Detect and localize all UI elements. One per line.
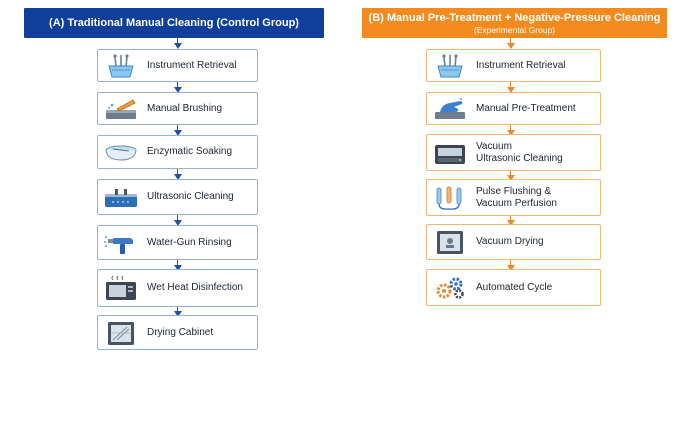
arrow-icon [507,175,515,181]
control-group-header: (A) Traditional Manual Cleaning (Control… [24,8,324,38]
step-water-gun-rinsing: Water-Gun Rinsing [97,225,258,260]
arrow-icon [174,220,182,226]
arrow-icon [174,130,182,136]
drying-cabinet-icon [108,321,134,345]
arrow-icon [507,87,515,93]
ultrasonic-tank-icon [105,189,137,207]
step-label: Automated Cycle [476,281,553,293]
connector [510,125,512,130]
connector [510,171,512,175]
step-drying-cabinet: Drying Cabinet [97,315,258,350]
instrument-basket-icon [437,53,463,77]
arrow-icon [174,311,182,317]
step-manual-pre-treatment: Manual Pre-Treatment [426,92,601,125]
arrow-icon [174,174,182,180]
step-label: Wet Heat Disinfection [147,282,243,293]
connector [177,260,179,265]
step-enzymatic-soaking: Enzymatic Soaking [97,135,258,169]
arrow-icon [174,265,182,271]
step-label: Ultrasonic Cleaning [147,191,234,202]
arrow-icon [174,43,182,49]
control-group-title: (A) Traditional Manual Cleaning (Control… [49,17,299,29]
brush-icon [106,98,136,119]
experimental-group-subtitle: (Experimental Group) [473,24,556,35]
connector [510,38,512,43]
connector [177,215,179,220]
step-label-group: Pulse Flushing & Vacuum Perfusion [476,186,557,210]
step-instrument-retrieval: Instrument Retrieval [426,49,601,82]
step-pulse-flushing-vacuum-perfusion: Pulse Flushing & Vacuum Perfusion [426,179,601,216]
connector [177,125,179,130]
step-label: Drying Cabinet [147,326,214,338]
step-vacuum-ultrasonic-cleaning: Vacuum Ultrasonic Cleaning [426,134,601,171]
step-instrument-retrieval: Instrument Retrieval [97,49,258,82]
disinfector-icon [106,275,136,300]
arrow-icon [507,265,515,271]
connector [177,307,179,311]
step-manual-brushing: Manual Brushing [97,92,258,125]
step-label: Instrument Retrieval [476,59,566,71]
connector [510,260,512,265]
connector [510,216,512,220]
step-ultrasonic-cleaning: Ultrasonic Cleaning [97,179,258,215]
step-wet-heat-disinfection: Wet Heat Disinfection [97,269,258,307]
tube-flushing-icon [436,186,462,210]
step-label: Instrument Retrieval [147,59,237,71]
instrument-basket-icon [108,53,134,77]
connector [177,38,179,43]
step-label: Manual Brushing [147,102,223,114]
connector [177,169,179,174]
arrow-icon [507,130,515,136]
step-label: Manual Pre-Treatment [476,102,576,114]
step-label: Enzymatic Soaking [147,146,233,157]
vacuum-dryer-icon [437,231,463,254]
connector [177,82,179,87]
vacuum-cleaner-machine-icon [435,144,465,164]
gloved-hand-icon [435,97,465,119]
experimental-group-title: (B) Manual Pre-Treatment + Negative-Pres… [368,11,661,24]
water-gun-icon [104,235,133,254]
step-label: Pulse Flushing & [476,185,552,197]
step-label: Water-Gun Rinsing [147,236,232,248]
step-label: Vacuum [476,140,512,152]
step-automated-cycle: Automated Cycle [426,269,601,306]
step-label: Vacuum Drying [476,236,544,247]
soaking-basin-icon [105,145,137,161]
step-label-line2: Ultrasonic Cleaning [476,152,563,164]
gears-icon [436,277,464,299]
step-label-group: Vacuum Ultrasonic Cleaning [476,141,563,165]
step-label-line2: Vacuum Perfusion [476,197,557,209]
connector [510,82,512,87]
step-vacuum-drying: Vacuum Drying [426,224,601,260]
arrow-icon [174,87,182,93]
arrow-icon [507,220,515,226]
arrow-icon [507,43,515,49]
experimental-group-header: (B) Manual Pre-Treatment + Negative-Pres… [362,8,667,38]
